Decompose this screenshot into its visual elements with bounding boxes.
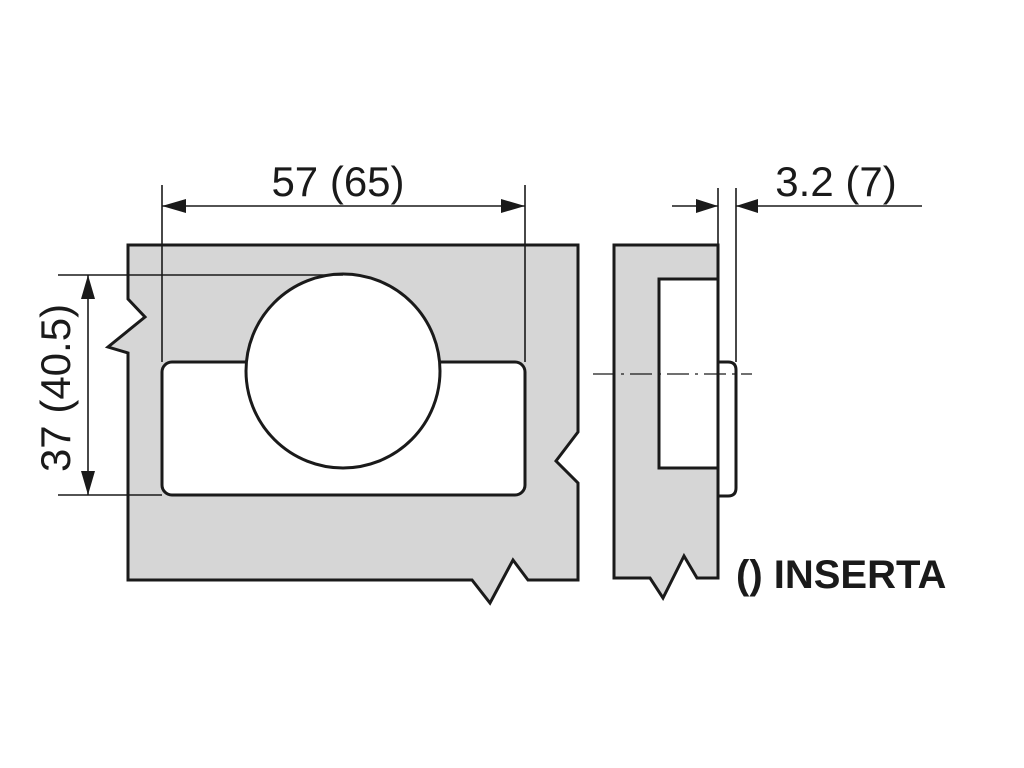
width-arrow-right	[501, 199, 525, 213]
width-dimension-label: 57 (65)	[271, 158, 404, 205]
height-dimension: 37 (40.5)	[32, 274, 343, 496]
cup-bore-circle	[244, 272, 442, 470]
height-arrow-top	[81, 275, 95, 299]
inserta-legend: () INSERTA	[736, 553, 946, 597]
height-dimension-label: 37 (40.5)	[32, 304, 79, 472]
depth-dimension: 3.2 (7)	[672, 158, 922, 362]
side-view	[593, 243, 752, 602]
depth-arrow-left	[696, 199, 718, 213]
width-arrow-left	[162, 199, 186, 213]
depth-dimension-label: 3.2 (7)	[775, 158, 896, 205]
width-dimension: 57 (65)	[161, 158, 526, 362]
front-view	[104, 243, 580, 606]
height-arrow-bottom	[81, 471, 95, 495]
depth-arrow-right	[736, 199, 758, 213]
cup-flange-section	[716, 360, 738, 498]
